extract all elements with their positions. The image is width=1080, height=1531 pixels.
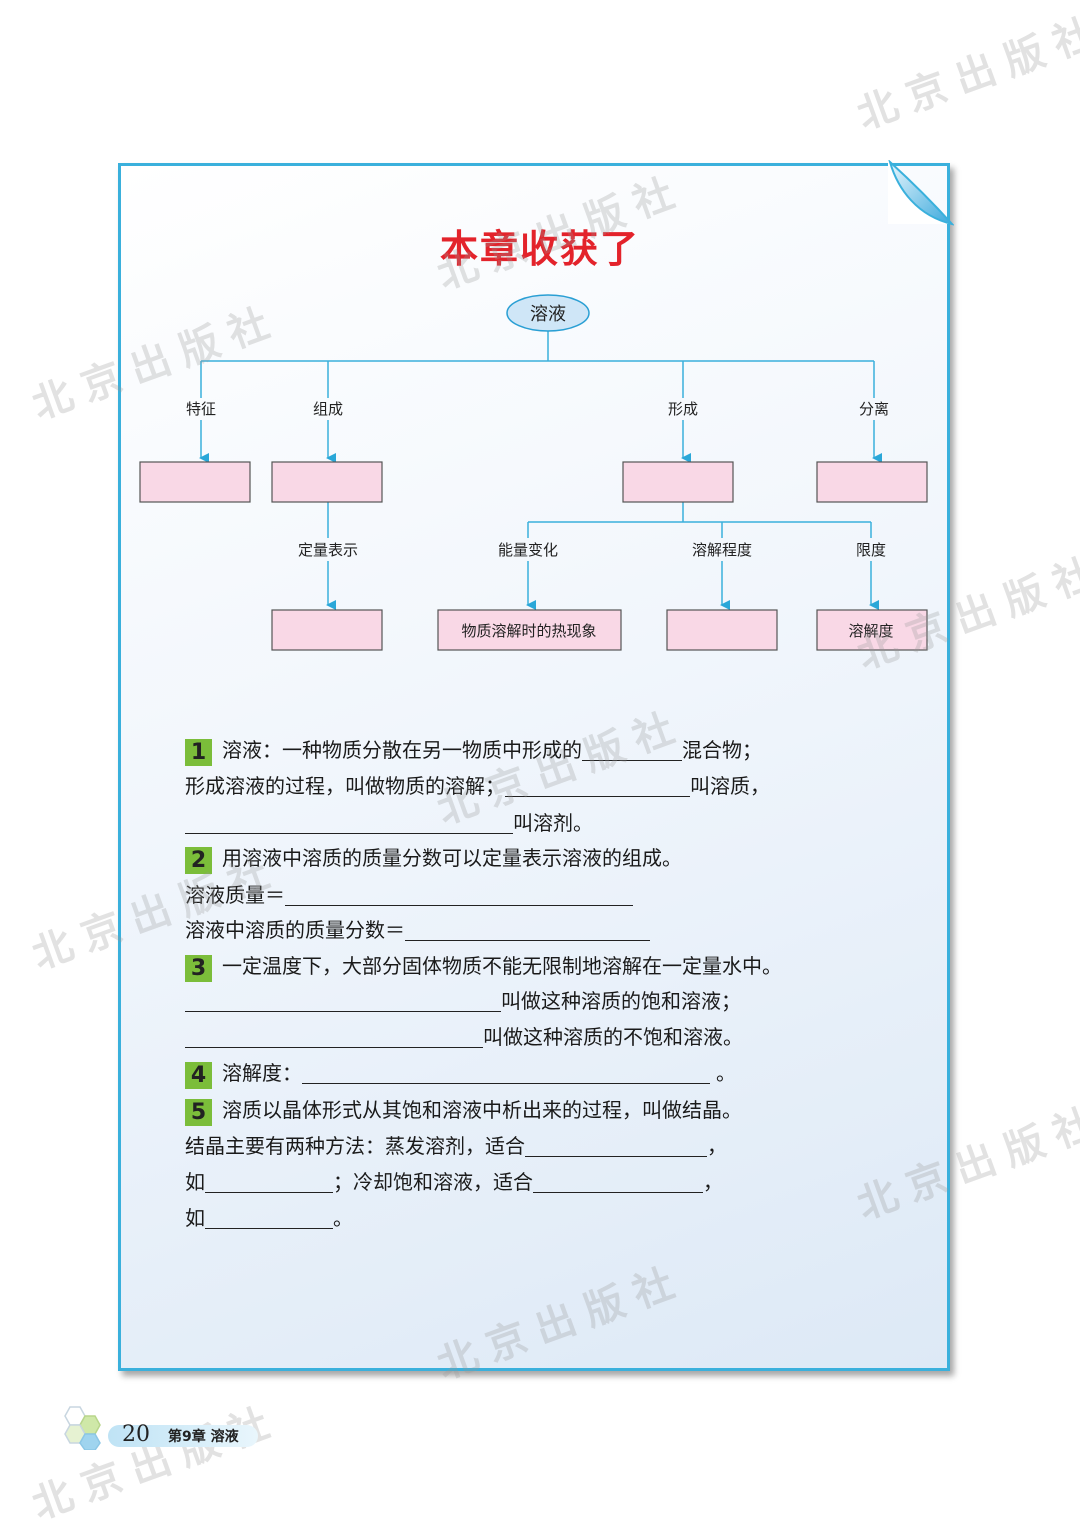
- blank-1c[interactable]: [185, 811, 513, 834]
- question-3-line-2: 叫做这种溶质的饱和溶液；: [185, 984, 741, 1018]
- page-curl: [888, 160, 954, 226]
- blank-2a[interactable]: [285, 883, 633, 906]
- question-2-line-3: 溶液中溶质的质量分数＝: [185, 913, 650, 947]
- question-1-line-2: 形成溶液的过程，叫做物质的溶解；叫溶质，: [185, 774, 770, 798]
- blank-5c[interactable]: [533, 1170, 703, 1193]
- question-2-number: 2: [185, 847, 212, 874]
- blank-4a[interactable]: [302, 1061, 710, 1084]
- blank-1a[interactable]: [582, 738, 682, 761]
- blank-5b[interactable]: [205, 1170, 333, 1193]
- blank-3b[interactable]: [185, 1025, 483, 1048]
- question-3-number: 3: [185, 955, 212, 982]
- question-5-line-3: 如；冷却饱和溶液，适合，: [185, 1170, 723, 1194]
- hexagon-decoration-icon: [64, 1406, 101, 1450]
- question-5-number: 5: [185, 1099, 212, 1126]
- question-5-line-4: 如。: [185, 1206, 353, 1230]
- blank-5d[interactable]: [205, 1206, 333, 1229]
- watermark: 北京出版社: [851, 6, 1080, 139]
- question-5-line-2: 结晶主要有两种方法：蒸发溶剂，适合，: [185, 1134, 727, 1158]
- question-1-number: 1: [185, 739, 212, 766]
- page-title: 本章收获了: [439, 227, 640, 271]
- question-4-number: 4: [185, 1062, 212, 1089]
- blank-2b[interactable]: [405, 918, 650, 941]
- chapter-label: 第9章 溶液: [168, 1429, 239, 1445]
- question-2-line-2: 溶液质量＝: [185, 878, 633, 912]
- content-panel: [118, 163, 950, 1371]
- blank-1b[interactable]: [505, 774, 690, 797]
- footer-bar: [108, 1425, 258, 1447]
- question-3-line-3: 叫做这种溶质的不饱和溶液。: [185, 1020, 743, 1054]
- question-1-line-3: 叫溶剂。: [185, 806, 593, 840]
- blank-5a[interactable]: [525, 1134, 707, 1157]
- blank-3a[interactable]: [185, 989, 501, 1012]
- page-number: 20: [122, 1422, 150, 1447]
